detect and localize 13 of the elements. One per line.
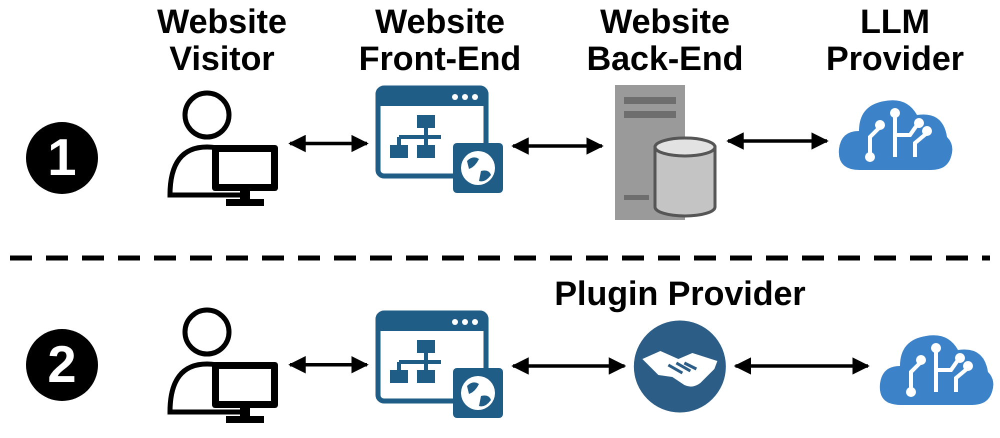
step-number-badge: 2: [26, 329, 98, 401]
double-arrow: [726, 132, 829, 150]
node-title: Website Front-End: [358, 4, 522, 79]
double-arrow: [511, 357, 626, 375]
node-title: Website Back-End: [586, 4, 744, 79]
double-arrow: [288, 356, 369, 374]
node-title: Plugin Provider: [554, 276, 806, 314]
double-arrow: [734, 357, 870, 375]
node-title: Website Visitor: [156, 4, 288, 79]
double-arrow: [511, 137, 604, 155]
step-number-badge: 1: [26, 122, 98, 194]
double-arrow: [288, 134, 369, 152]
node-title: LLM Provider: [825, 4, 965, 79]
